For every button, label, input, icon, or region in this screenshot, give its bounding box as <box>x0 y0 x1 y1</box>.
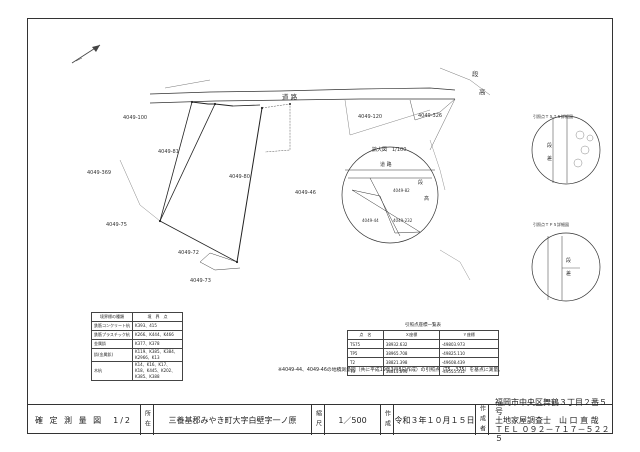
table-cell: K377、K378 <box>132 339 183 349</box>
enlarged-title: 拡大図 1/100 <box>372 146 406 153</box>
location-value: 三養基郡みやき町大字白壁字一ノ原 <box>153 405 311 435</box>
table-cell: -49803.973 <box>438 339 500 349</box>
table-cell: K14、K16、K17、K18、K445、K202、K385、K388 <box>132 361 183 381</box>
table-cell: TP5 <box>347 348 384 358</box>
parcel-label: 4049-72 <box>178 250 199 256</box>
scale-value: 1／500 <box>324 405 380 435</box>
parcel-label: 4049-326 <box>418 113 442 119</box>
control-points-table: 引照点座標一覧表 点 名 Ｘ座標 Ｙ座標 TS75 38932.632 -498… <box>347 322 500 376</box>
enlarged-parcel: 4049-82 <box>393 188 410 193</box>
parcel-boundaries <box>119 98 471 281</box>
parcel-label: 4049-73 <box>190 278 211 284</box>
parcel-label: 4049-120 <box>358 114 382 120</box>
table-row: 鉄筋コンクリート杭 K393、415 <box>91 321 183 331</box>
enlarged-parcel: 4049-232 <box>393 218 413 223</box>
survey-note: ※4049-44、4049-46の地積測量図（共に平成19年3月8日作成）の引照… <box>278 368 503 373</box>
table-row: 鉄筋プラスチック杭 K266、K444、K466 <box>91 330 183 340</box>
detail-title: 引照点ＴＰ５詳細図 <box>533 221 569 227</box>
drawing-title: 確 定 測 量 図 1/2 <box>34 415 133 425</box>
boundary-points <box>158 100 291 264</box>
location-label-cell: 所在 <box>140 405 153 435</box>
parcel-label: 4049-80 <box>229 174 250 180</box>
author-label-cell: 作成者 <box>475 405 488 435</box>
table-cell: 木杭 <box>91 361 133 381</box>
detail-title: 引照点ＴＳ７５詳細図 <box>533 113 573 119</box>
title-block: 確 定 測 量 図 1/2 所在 三養基郡みやき町大字白壁字一ノ原 縮尺 1／5… <box>27 398 613 443</box>
author-name: 土地家屋調査士 山 口 直 哉 <box>495 415 599 425</box>
detail-view-2 <box>531 232 601 302</box>
table-cell: K119、K385、K384、K2966、K13 <box>132 348 183 362</box>
parcel-label: 4049-100 <box>123 115 147 121</box>
table-row: T3 38815.894 -49555.312 <box>347 366 500 376</box>
enlarged-parcel: 4049-44 <box>362 218 379 223</box>
table-row: TS75 38932.632 -49803.973 <box>347 339 500 349</box>
table-cell: TS75 <box>347 339 384 349</box>
detail-label: 差 <box>566 270 571 277</box>
boundary-marker-table: 境界標の種類 境 界 点 鉄筋コンクリート杭 K393、415 鉄筋プラスチック… <box>91 312 183 381</box>
table-cell: -49555.312 <box>438 366 500 376</box>
table-header: 境 界 点 <box>132 312 183 322</box>
author-tel: ＴＥＬ ０９２－７１７－５２２５ <box>495 424 610 443</box>
date-value: 令和３年１０月１５日 <box>393 405 475 435</box>
table-cell: K393、415 <box>132 321 183 331</box>
table-header: 境界標の種類 <box>91 312 133 322</box>
table-row: 金属鋲 K377、K378 <box>91 339 183 349</box>
table-row: TP5 38965.708 -49825.110 <box>347 348 500 358</box>
enlarged-view <box>341 146 439 244</box>
drawing-frame <box>27 18 613 434</box>
table-cell: K266、K444、K466 <box>132 330 183 340</box>
side-label: 段 <box>472 69 479 78</box>
date-label: 作成 <box>383 410 391 430</box>
enlarged-side: 段 <box>418 179 423 186</box>
detail-label: 差 <box>547 155 552 162</box>
detail-view-1 <box>531 115 601 185</box>
author-address: 福岡市中央区舞鶴３丁目２番５号 <box>495 397 607 416</box>
side-label: 高 <box>479 87 486 96</box>
parcel-label: 4049-46 <box>295 190 316 196</box>
table-cell: 鉄筋コンクリート杭 <box>91 321 133 331</box>
north-arrow-icon <box>71 44 101 64</box>
parcel-label: 4049-81 <box>158 149 179 155</box>
parcel-label: 4049-369 <box>87 170 111 176</box>
table-header: 点 名 <box>347 330 384 340</box>
table-title: 引照点座標一覧表 <box>405 323 441 328</box>
enlarged-road: 道 路 <box>380 161 392 168</box>
date-label-cell: 作成 <box>380 405 393 435</box>
road-label: 道 路 <box>282 92 298 101</box>
detail-label: 段 <box>547 142 552 149</box>
table-header: Ｙ座標 <box>438 330 500 340</box>
table-cell: 38932.632 <box>382 339 440 349</box>
author-label: 作成者 <box>478 405 486 435</box>
table-cell: -49825.110 <box>438 348 500 358</box>
table-row: 鋲(金属鋲) K119、K385、K384、K2966、K13 <box>91 348 183 362</box>
scale-label-cell: 縮尺 <box>311 405 324 435</box>
table-cell: 金属鋲 <box>91 339 133 349</box>
detail-label: 段 <box>566 257 571 264</box>
scale-label: 縮尺 <box>314 410 322 430</box>
author-info: 福岡市中央区舞鶴３丁目２番５号 土地家屋調査士 山 口 直 哉 ＴＥＬ ０９２－… <box>488 398 613 443</box>
table-cell: 38965.708 <box>382 348 440 358</box>
location-label: 所在 <box>143 410 151 430</box>
parcel-label: 4049-75 <box>106 222 127 228</box>
table-cell: 鋲(金属鋲) <box>91 348 133 362</box>
table-header: Ｘ座標 <box>382 330 440 340</box>
enlarged-side: 高 <box>424 195 429 202</box>
table-row: 木杭 K14、K16、K17、K18、K445、K202、K385、K388 <box>91 361 183 381</box>
road <box>149 67 491 104</box>
table-cell: 鉄筋プラスチック杭 <box>91 330 133 340</box>
